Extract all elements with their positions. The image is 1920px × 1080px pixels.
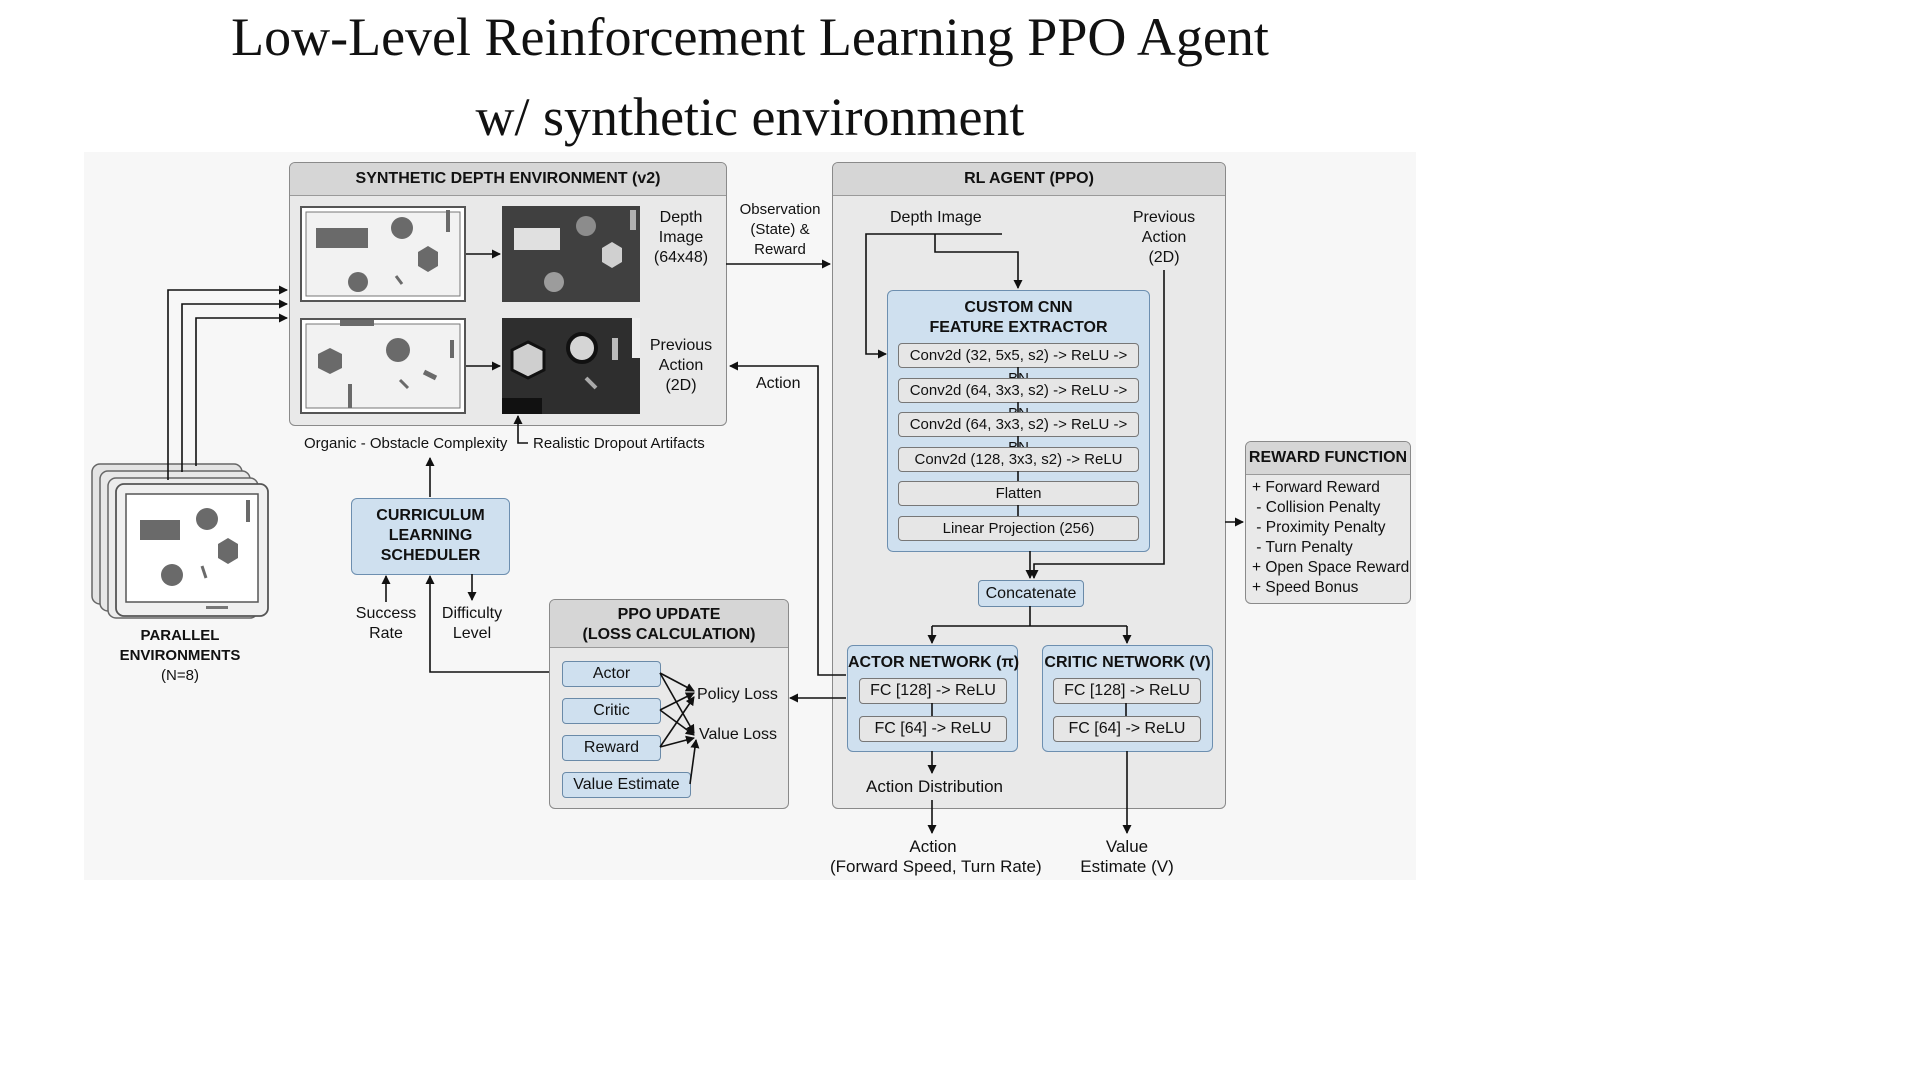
cnn-layer-conv1: Conv2d (32, 5x5, s2) -> ReLU -> BN bbox=[898, 343, 1139, 387]
curriculum-scheduler-box: CURRICULUM LEARNING SCHEDULER bbox=[351, 498, 510, 575]
curriculum-line-2: LEARNING bbox=[388, 527, 473, 544]
curriculum-line-3: SCHEDULER bbox=[380, 547, 481, 564]
depth-image-top bbox=[502, 206, 640, 302]
reward-item-4: - Turn Penalty bbox=[1252, 539, 1353, 556]
actor-network-title: ACTOR NETWORK (π) bbox=[848, 654, 1020, 671]
reward-item-1: + Forward Reward bbox=[1252, 479, 1380, 496]
ppo-input-reward: Reward bbox=[562, 735, 661, 761]
actor-fc2: FC [64] -> ReLU bbox=[859, 716, 1007, 742]
action-feedback-label: Action bbox=[756, 375, 801, 392]
action-distribution-label: Action Distribution bbox=[866, 777, 1004, 796]
cnn-title-line-2: FEATURE EXTRACTOR bbox=[929, 319, 1108, 336]
ppo-input-critic: Critic bbox=[562, 698, 661, 724]
reward-function-panel: REWARD FUNCTION + Forward Reward - Colli… bbox=[1245, 441, 1411, 604]
diagram-title-line2: w/ synthetic environment bbox=[475, 87, 1025, 147]
cnn-layer-conv4: Conv2d (128, 3x3, s2) -> ReLU bbox=[898, 447, 1139, 472]
critic-fc1: FC [128] -> ReLU bbox=[1053, 678, 1201, 704]
critic-network-title: CRITIC NETWORK (V) bbox=[1044, 654, 1211, 671]
agent-depth-image-label: Depth Image bbox=[890, 209, 982, 226]
env-room-top-icon bbox=[300, 206, 466, 302]
reward-item-2: - Collision Penalty bbox=[1252, 499, 1381, 516]
depth-image-bottom bbox=[502, 318, 640, 414]
env-room-bottom-icon bbox=[300, 318, 466, 414]
reward-item-5: + Open Space Reward bbox=[1252, 559, 1410, 576]
reward-function-header: REWARD FUNCTION bbox=[1246, 442, 1410, 475]
observation-reward-label: Observation(State) &Reward bbox=[739, 201, 821, 258]
actor-fc1: FC [128] -> ReLU bbox=[859, 678, 1007, 704]
concatenate-node: Concatenate bbox=[978, 580, 1084, 607]
cnn-layer-conv2: Conv2d (64, 3x3, s2) -> ReLU -> BN bbox=[898, 378, 1139, 422]
reward-item-6: + Speed Bonus bbox=[1252, 579, 1359, 596]
critic-fc2: FC [64] -> ReLU bbox=[1053, 716, 1201, 742]
ppo-input-actor: Actor bbox=[562, 661, 661, 687]
cnn-title-line-1: CUSTOM CNN bbox=[964, 299, 1073, 316]
cnn-layer-linear: Linear Projection (256) bbox=[898, 516, 1139, 541]
ppo-input-value-estimate: Value Estimate bbox=[562, 772, 691, 798]
action-output-label: Action(Forward Speed, Turn Rate) bbox=[830, 837, 1042, 876]
diagram-title-line1: Low-Level Reinforcement Learning PPO Age… bbox=[231, 7, 1269, 67]
cnn-layer-conv3: Conv2d (64, 3x3, s2) -> ReLU -> BN bbox=[898, 412, 1139, 456]
rl-agent-header: RL AGENT (PPO) bbox=[833, 163, 1225, 196]
ppo-update-header: PPO UPDATE(LOSS CALCULATION) bbox=[550, 600, 788, 648]
connector-arrows bbox=[167, 233, 1244, 834]
synthetic-env-header: SYNTHETIC DEPTH ENVIRONMENT (v2) bbox=[290, 163, 726, 196]
parallel-environments-stack-icon bbox=[91, 463, 269, 619]
dropout-artifacts-label: Realistic Dropout Artifacts bbox=[533, 435, 705, 452]
value-loss-label: Value Loss bbox=[699, 726, 777, 743]
policy-loss-label: Policy Loss bbox=[697, 686, 778, 703]
curriculum-line-1: CURRICULUM bbox=[376, 507, 485, 524]
reward-item-3: - Proximity Penalty bbox=[1252, 519, 1386, 536]
organic-obstacle-label: Organic - Obstacle Complexity bbox=[304, 435, 508, 452]
